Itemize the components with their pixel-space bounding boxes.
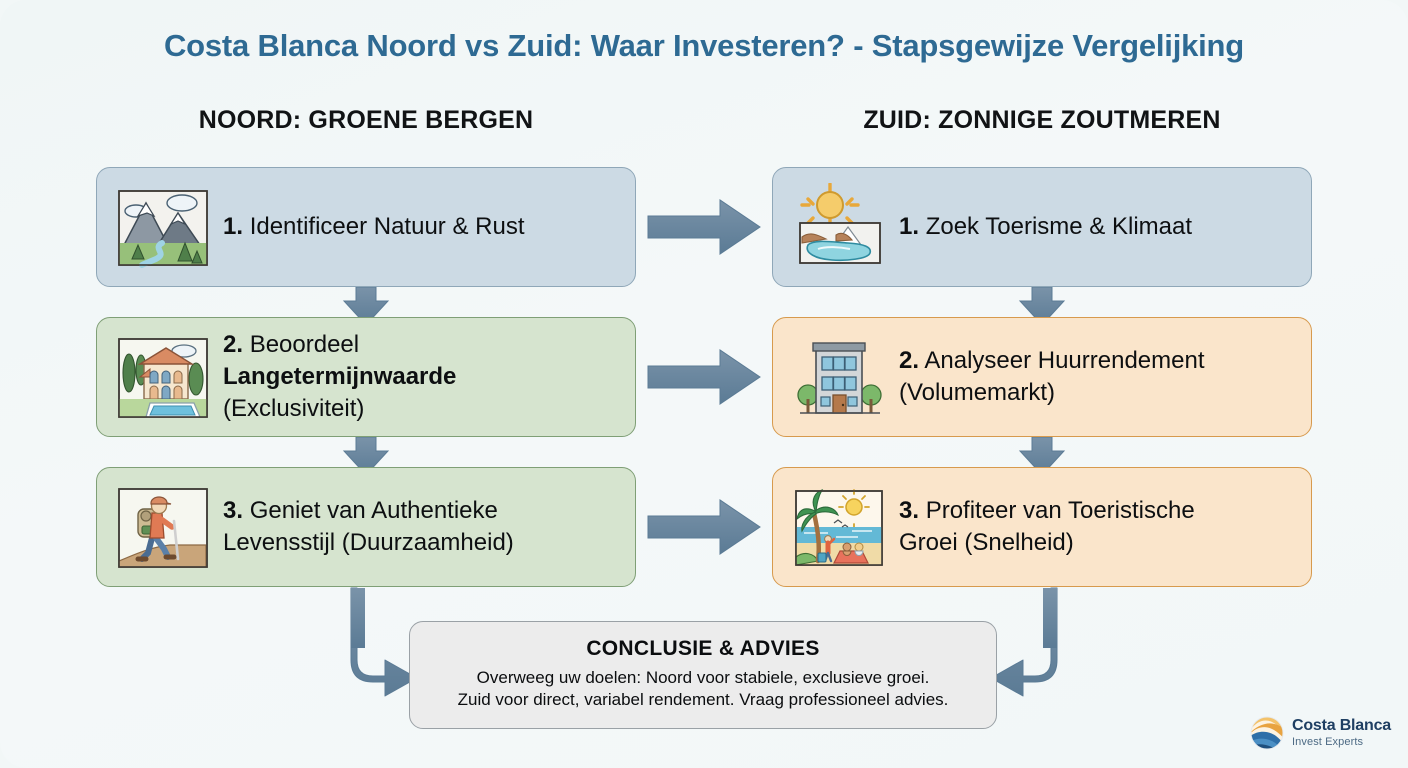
step-text-zuid-3: 3. Profiteer van Toeristische Groei (Sne… <box>899 495 1195 559</box>
column-header-zuid: ZUID: ZONNIGE ZOUTMEREN <box>863 106 1221 134</box>
step-number-zuid-3: 3. <box>899 496 920 524</box>
arrow-row1-horizontal <box>647 199 761 255</box>
conclusion-box[interactable]: CONCLUSIE & ADVIES Overweeg uw doelen: N… <box>409 621 997 729</box>
step-text-noord-2: 2. Beoordeel Langetermijnwaarde (Exclusi… <box>223 329 456 425</box>
logo-brand-name: Costa Blanca <box>1292 716 1391 734</box>
arrow-row3-horizontal <box>647 499 761 555</box>
step-number-noord-1: 1. <box>223 212 244 240</box>
step-number-zuid-1: 1. <box>899 212 920 240</box>
step-label-zuid-2-line2: (Volumemarkt) <box>899 379 1056 406</box>
step-box-noord-2[interactable]: 2. Beoordeel Langetermijnwaarde (Exclusi… <box>96 317 636 437</box>
step-label-zuid-3-line2: Groei (Snelheid) <box>899 529 1074 556</box>
step-label-noord-3-line1: Geniet van Authentieke <box>249 496 498 524</box>
arrow-row2-horizontal <box>647 349 761 405</box>
step-number-zuid-2: 2. <box>899 346 920 374</box>
step-text-zuid-2: 2. Analyseer Huurrendement (Volumemarkt) <box>899 345 1205 409</box>
beach-scene-icon <box>791 479 887 575</box>
step-box-noord-1[interactable]: 1. Identificeer Natuur & Rust <box>96 167 636 287</box>
conclusion-line-1: Overweeg uw doelen: Noord voor stabiele,… <box>476 667 930 687</box>
step-box-zuid-3[interactable]: 3. Profiteer van Toeristische Groei (Sne… <box>772 467 1312 587</box>
villa-with-pool-icon <box>115 329 211 425</box>
conclusion-line-2: Zuid voor direct, variabel rendement. Vr… <box>457 690 949 709</box>
logo-tagline: Invest Experts <box>1292 735 1364 748</box>
step-label-noord-2-line2: Langetermijnwaarde <box>223 362 457 390</box>
step-label-zuid-1: Zoek Toerisme & Klimaat <box>925 212 1193 240</box>
step-box-zuid-2[interactable]: 2. Analyseer Huurrendement (Volumemarkt) <box>772 317 1312 437</box>
brand-logo[interactable]: Costa Blanca Invest Experts <box>1250 716 1391 750</box>
page-title: Costa Blanca Noord vs Zuid: Waar Investe… <box>163 28 1245 63</box>
step-text-noord-3: 3. Geniet van Authentieke Levensstijl (D… <box>223 495 514 559</box>
sun-wave-circle-icon <box>1250 716 1284 750</box>
sun-over-saltlake-icon <box>791 179 887 275</box>
step-text-zuid-1: 1. Zoek Toerisme & Klimaat <box>899 211 1192 243</box>
step-label-zuid-3-line1: Profiteer van Toeristische <box>925 496 1195 524</box>
step-text-noord-1: 1. Identificeer Natuur & Rust <box>223 211 524 243</box>
step-label-noord-1: Identificeer Natuur & Rust <box>249 212 525 240</box>
apartment-building-icon <box>791 329 887 425</box>
logo-text-block: Costa Blanca Invest Experts <box>1292 716 1391 748</box>
step-label-noord-3-line2: Levensstijl (Duurzaamheid) <box>223 529 514 556</box>
mountain-landscape-icon <box>115 179 211 275</box>
arrow-left-to-conclusion <box>350 587 418 697</box>
column-header-noord: NOORD: GROENE BERGEN <box>198 106 534 134</box>
conclusion-title: CONCLUSIE & ADVIES <box>586 636 820 660</box>
step-label-zuid-2-line1: Analyseer Huurrendement <box>924 346 1205 374</box>
step-number-noord-2: 2. <box>223 330 244 358</box>
step-label-noord-2-line3: (Exclusiviteit) <box>223 395 365 423</box>
hiker-icon <box>115 479 211 575</box>
step-box-zuid-1[interactable]: 1. Zoek Toerisme & Klimaat <box>772 167 1312 287</box>
step-number-noord-3: 3. <box>223 496 244 524</box>
step-label-noord-2-line1: Beoordeel <box>249 330 360 358</box>
step-box-noord-3[interactable]: 3. Geniet van Authentieke Levensstijl (D… <box>96 467 636 587</box>
arrow-right-to-conclusion <box>990 587 1058 697</box>
